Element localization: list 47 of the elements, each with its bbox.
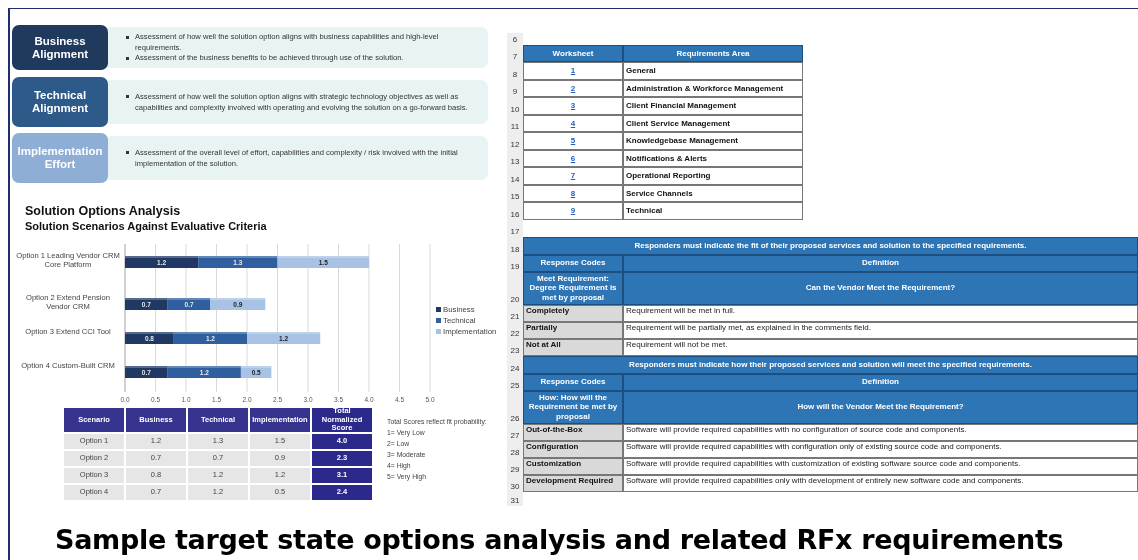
- row-number: 8: [507, 62, 523, 80]
- table-cell: Client Service Management: [623, 114, 803, 132]
- row-number: 26: [507, 390, 523, 424]
- worksheet-link: 8: [570, 188, 576, 198]
- table-cell: Requirement will be partially met, as explained in the comments field.: [623, 321, 1138, 339]
- criterion-box: Technical Alignment: [12, 77, 108, 127]
- worksheet-link: 4: [570, 118, 576, 128]
- chart-title: Solution Options Analysis: [25, 204, 181, 218]
- table-cell: Requirement will not be met.: [623, 338, 1138, 356]
- worksheet-link: 5: [570, 136, 576, 146]
- table-cell: Requirement will be met in full.: [623, 304, 1138, 322]
- worksheet-link: 3: [570, 101, 576, 111]
- table-cell: Service Channels: [623, 184, 803, 202]
- criterion-box: Implementation Effort: [12, 133, 108, 183]
- header-cell: Worksheet: [523, 45, 623, 62]
- table-cell: Notifications & Alerts: [623, 149, 803, 167]
- header-cell: Can the Vendor Meet the Requirement?: [623, 271, 1138, 305]
- header-cell: Meet Requirement: Degree Requirement is met by proposal: [523, 271, 623, 305]
- table-cell: Software will provide required capabilities with customization of existing software source code and components.: [623, 457, 1138, 475]
- row-number: 10: [507, 97, 523, 115]
- worksheet-link: 1: [570, 66, 576, 76]
- chart-subtitle: Solution Scenarios Against Evaluative Criteria: [25, 220, 267, 232]
- header-cell: Requirements Area: [623, 45, 803, 62]
- table-cell: Administration & Workforce Management: [623, 79, 803, 97]
- table-cell: Software will provide required capabilities with no configuration of source code and components.: [623, 423, 1138, 441]
- table-cell: Technical: [623, 202, 803, 220]
- row-number: 20: [507, 271, 523, 305]
- table-cell: Operational Reporting: [623, 167, 803, 185]
- table-cell: Knowledgebase Management: [623, 132, 803, 150]
- worksheet-link: 7: [570, 171, 576, 181]
- row-number: 16: [507, 202, 523, 220]
- caption: Sample target state options analysis and related RFx requirements: [55, 524, 1064, 555]
- row-number: 14: [507, 167, 523, 185]
- table-cell: General: [623, 62, 803, 80]
- worksheet-link: 9: [570, 206, 576, 216]
- row-number: 12: [507, 132, 523, 150]
- header-cell: How will the Vendor Meet the Requirement?: [623, 390, 1138, 424]
- header-cell: How: How will the Requirement be met by proposal: [523, 390, 623, 424]
- worksheet-link: 6: [570, 153, 576, 163]
- banner-cell: Responders must indicate the fit of their proposed services and solution to the specified requirements.: [523, 236, 1138, 255]
- table-cell: Software will provide required capabilities only with development of entirely new software code and components.: [623, 474, 1138, 492]
- table-cell: Software will provide required capabilities with configuration only of existing source code and components.: [623, 440, 1138, 458]
- row-number: 7: [507, 45, 523, 62]
- table-cell: Client Financial Management: [623, 97, 803, 115]
- row-number: 6: [507, 33, 523, 45]
- worksheet-link: 2: [570, 83, 576, 93]
- criterion-box: Business Alignment: [12, 25, 108, 70]
